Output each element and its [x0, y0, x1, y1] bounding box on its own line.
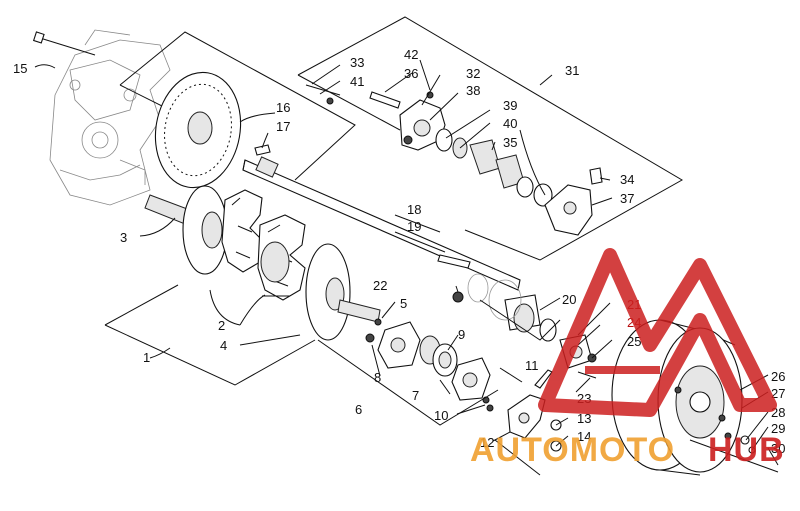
callout-17: 17 [276, 119, 290, 134]
callout-40: 40 [503, 116, 517, 131]
callout-29: 29 [771, 421, 785, 436]
callout-12: 12 [480, 435, 494, 450]
callout-19: 19 [407, 219, 421, 234]
watermark-text: AUTOMOTO HUB [470, 431, 785, 469]
callout-30: 30 [771, 441, 785, 456]
callout-2: 2 [218, 318, 225, 333]
callout-9: 9 [458, 327, 465, 342]
callout-4: 4 [220, 338, 227, 353]
callout-38: 38 [466, 83, 480, 98]
watermark-text-a: AUTOMOTO [470, 431, 675, 469]
callout-15: 15 [13, 61, 27, 76]
callout-3: 3 [120, 230, 127, 245]
callout-37: 37 [620, 191, 634, 206]
bearing-flange-group [365, 318, 491, 404]
callout-25: 25 [627, 334, 641, 349]
callout-26: 26 [771, 369, 785, 384]
callout-27: 27 [771, 386, 785, 401]
callout-42: 42 [404, 47, 418, 62]
callout-13: 13 [577, 411, 591, 426]
callout-6: 6 [355, 402, 362, 417]
watermark-logo [538, 248, 777, 417]
callout-41: 41 [350, 74, 364, 89]
group-outline-drive [104, 284, 316, 386]
callout-34: 34 [620, 172, 634, 187]
engine-block [49, 29, 171, 206]
key-19 [437, 254, 471, 269]
callout-18: 18 [407, 202, 421, 217]
caliper-assembly [305, 84, 603, 236]
group-outline-caliper [297, 16, 684, 261]
callout-5: 5 [400, 296, 407, 311]
group-outline-bearing [479, 299, 561, 341]
brake-disc-16 [154, 71, 242, 189]
callout-20: 20 [562, 292, 576, 307]
callout-35: 35 [503, 135, 517, 150]
callout-7: 7 [412, 388, 419, 403]
drive-clutch-assembly [144, 185, 381, 341]
callout-32: 32 [466, 66, 480, 81]
group-outline-cover [494, 439, 541, 476]
leader-lines [34, 59, 779, 466]
callout-22: 22 [373, 278, 387, 293]
callout-39: 39 [503, 98, 517, 113]
callout-36: 36 [404, 66, 418, 81]
callout-33: 33 [350, 55, 364, 70]
callout-11: 11 [525, 358, 539, 373]
group-outline-flange [317, 339, 499, 426]
key-17 [254, 144, 271, 156]
bolt-15 [32, 31, 96, 56]
callout-10: 10 [434, 408, 448, 423]
logo-triangle-icon [538, 248, 777, 417]
callout-1: 1 [143, 350, 150, 365]
callout-8: 8 [374, 370, 381, 385]
callout-16: 16 [276, 100, 290, 115]
callout-31: 31 [565, 63, 579, 78]
watermark-text-b: HUB [708, 431, 785, 469]
callout-14: 14 [577, 429, 591, 444]
